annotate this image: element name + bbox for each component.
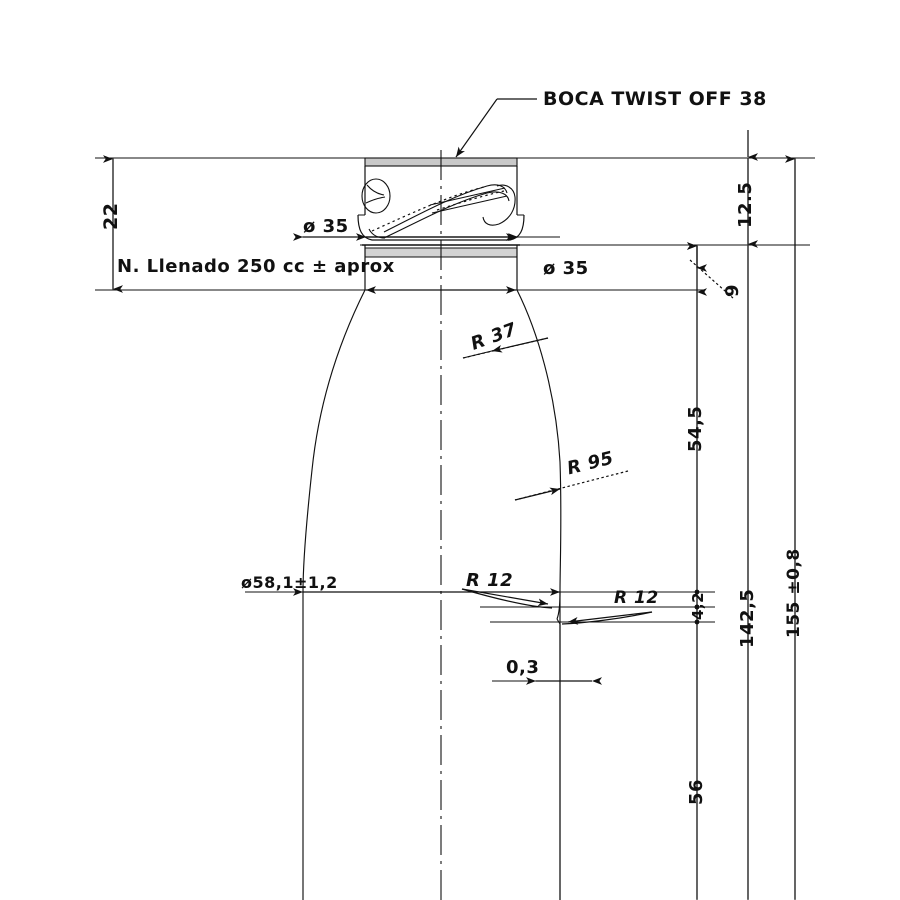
label-height-12-5: 12.5 xyxy=(735,181,756,228)
leader-r12-left xyxy=(461,588,553,609)
label-height-54-5: 54,5 xyxy=(685,405,706,452)
label-dia-35-lower: ø 35 xyxy=(543,258,589,279)
label-offset-0-3: 0,3 xyxy=(506,657,540,678)
label-height-9: 9 xyxy=(722,283,743,297)
label-height-142-5: 142,5 xyxy=(737,588,758,648)
leader-lines xyxy=(455,98,734,625)
thread-detail xyxy=(361,178,516,239)
label-dia-58-1: ø58,1±1,2 xyxy=(241,573,338,592)
label-height-56: 56 xyxy=(686,778,707,805)
dimension-arrows xyxy=(103,130,796,899)
heel-step xyxy=(556,591,561,900)
thread-dashed-spiral xyxy=(371,186,505,232)
label-total-height: 155 ±0,8 xyxy=(784,548,804,638)
label-height-22: 22 xyxy=(100,202,122,230)
label-neck-callout: BOCA TWIST OFF 38 xyxy=(543,88,767,110)
bottle-profile xyxy=(302,289,562,900)
label-height-4-2: 4,2 xyxy=(689,591,707,620)
label-dia-35-upper: ø 35 xyxy=(303,216,349,237)
label-radius-12-left: R 12 xyxy=(466,570,514,591)
label-radius-12-right: R 12 xyxy=(614,588,659,608)
label-fill-level: N. Llenado 250 cc ± aprox xyxy=(117,256,395,277)
